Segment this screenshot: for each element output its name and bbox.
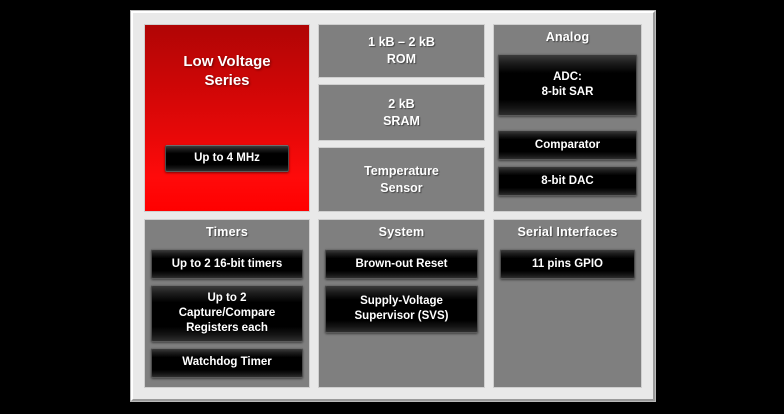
capture-compare-line1: Up to 2 (207, 292, 247, 304)
memory-column: 1 kB – 2 kB ROM 2 kB SRAM Temperature Se… (318, 24, 485, 212)
sram-line1: 2 kB (388, 96, 415, 111)
timers-title: Timers (206, 225, 248, 239)
temperature-sensor-block[interactable]: Temperature Sensor (318, 147, 485, 212)
rom-line1: 1 kB – 2 kB (368, 35, 435, 50)
speed-button-wrapper: Up to 4 MHz (165, 145, 289, 172)
low-voltage-series-panel[interactable]: Low Voltage Series Up to 4 MHz (144, 24, 310, 212)
hero-title-line2: Series (204, 71, 250, 89)
sram-line2: SRAM (383, 113, 420, 128)
watchdog-timer-button[interactable]: Watchdog Timer (151, 347, 303, 378)
temp-line1: Temperature (364, 163, 439, 178)
capture-compare-line3: Registers each (186, 321, 268, 334)
adc-line2: 8-bit SAR (541, 86, 594, 98)
system-body: Brown-out Reset Supply-Voltage Superviso… (319, 249, 484, 339)
dac-button[interactable]: 8-bit DAC (498, 166, 637, 196)
temp-line2: Sensor (380, 180, 423, 195)
serial-interfaces-body: 11 pins GPIO (494, 249, 641, 285)
analog-body: ADC: 8-bit SAR Comparator 8-bit DAC (494, 54, 641, 202)
top-row: Low Voltage Series Up to 4 MHz 1 kB – 2 … (144, 24, 642, 212)
hero-title-line1: Low Voltage (183, 53, 271, 70)
svs-button[interactable]: Supply-Voltage Supervisor (SVS) (325, 285, 478, 333)
diagram-frame: Low Voltage Series Up to 4 MHz 1 kB – 2 … (131, 11, 655, 401)
adc-button[interactable]: ADC: 8-bit SAR (498, 54, 637, 116)
brown-out-reset-button[interactable]: Brown-out Reset (325, 249, 478, 279)
bottom-row: Timers Up to 2 16-bit timers Up to 2 Cap… (144, 219, 642, 388)
hero-title: Low Voltage Series (183, 53, 270, 91)
rom-block[interactable]: 1 kB – 2 kB ROM (318, 24, 485, 78)
rom-line2: ROM (386, 52, 417, 66)
analog-title: Analog (545, 30, 590, 44)
system-title: System (378, 225, 425, 239)
diagram-content: Low Voltage Series Up to 4 MHz 1 kB – 2 … (144, 24, 642, 388)
capture-compare-button[interactable]: Up to 2 Capture/Compare Registers each (151, 285, 303, 342)
svs-line2: Supervisor (SVS) (354, 310, 449, 322)
adc-line1: ADC: (553, 71, 582, 84)
serial-interfaces-title: Serial Interfaces (517, 225, 618, 239)
gpio-button[interactable]: 11 pins GPIO (500, 249, 635, 279)
svs-line1: Supply-Voltage (360, 295, 443, 308)
serial-interfaces-panel: Serial Interfaces 11 pins GPIO (493, 219, 642, 388)
sram-block[interactable]: 2 kB SRAM (318, 84, 485, 141)
comparator-button[interactable]: Comparator (498, 130, 637, 160)
speed-button[interactable]: Up to 4 MHz (165, 145, 289, 172)
timers-body: Up to 2 16-bit timers Up to 2 Capture/Co… (145, 249, 309, 384)
analog-panel: Analog ADC: 8-bit SAR Comparator 8-bit D… (493, 24, 642, 212)
timers-16bit-button[interactable]: Up to 2 16-bit timers (151, 249, 303, 279)
capture-compare-line2: Capture/Compare (178, 306, 276, 319)
timers-panel: Timers Up to 2 16-bit timers Up to 2 Cap… (144, 219, 310, 388)
system-panel: System Brown-out Reset Supply-Voltage Su… (318, 219, 485, 388)
